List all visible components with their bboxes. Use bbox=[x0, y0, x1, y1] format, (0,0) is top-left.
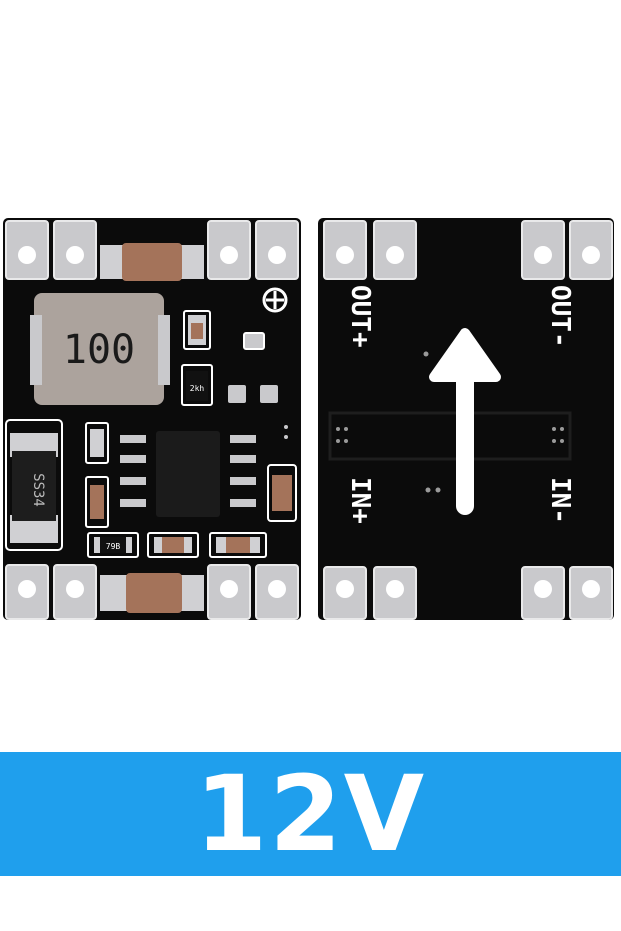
back-pcb-board: OUT+ OUT- IN+ IN- bbox=[318, 218, 614, 620]
diode-marking: SS34 bbox=[30, 473, 46, 507]
small-part-marking: 2kh bbox=[190, 384, 205, 393]
in-minus-label: IN- bbox=[545, 477, 575, 524]
top-pads bbox=[5, 220, 299, 280]
voltage-banner: 12V bbox=[0, 752, 621, 876]
inductor: 100 bbox=[30, 293, 170, 405]
diode: SS34 bbox=[5, 419, 63, 551]
resistor-marking: 79B bbox=[106, 542, 121, 551]
front-pcb-board: 100 2kh SS34 bbox=[3, 218, 301, 620]
out-minus-label: OUT- bbox=[545, 285, 575, 348]
inductor-marking: 100 bbox=[63, 327, 135, 373]
arrow-up-icon bbox=[429, 328, 501, 515]
product-photo: 100 2kh SS34 bbox=[3, 218, 614, 620]
in-plus-label: IN+ bbox=[345, 477, 375, 524]
voltage-label: 12V bbox=[194, 753, 427, 875]
out-plus-label: OUT+ bbox=[345, 285, 375, 348]
plus-circle-icon bbox=[262, 287, 288, 313]
ic-chip bbox=[120, 431, 256, 517]
